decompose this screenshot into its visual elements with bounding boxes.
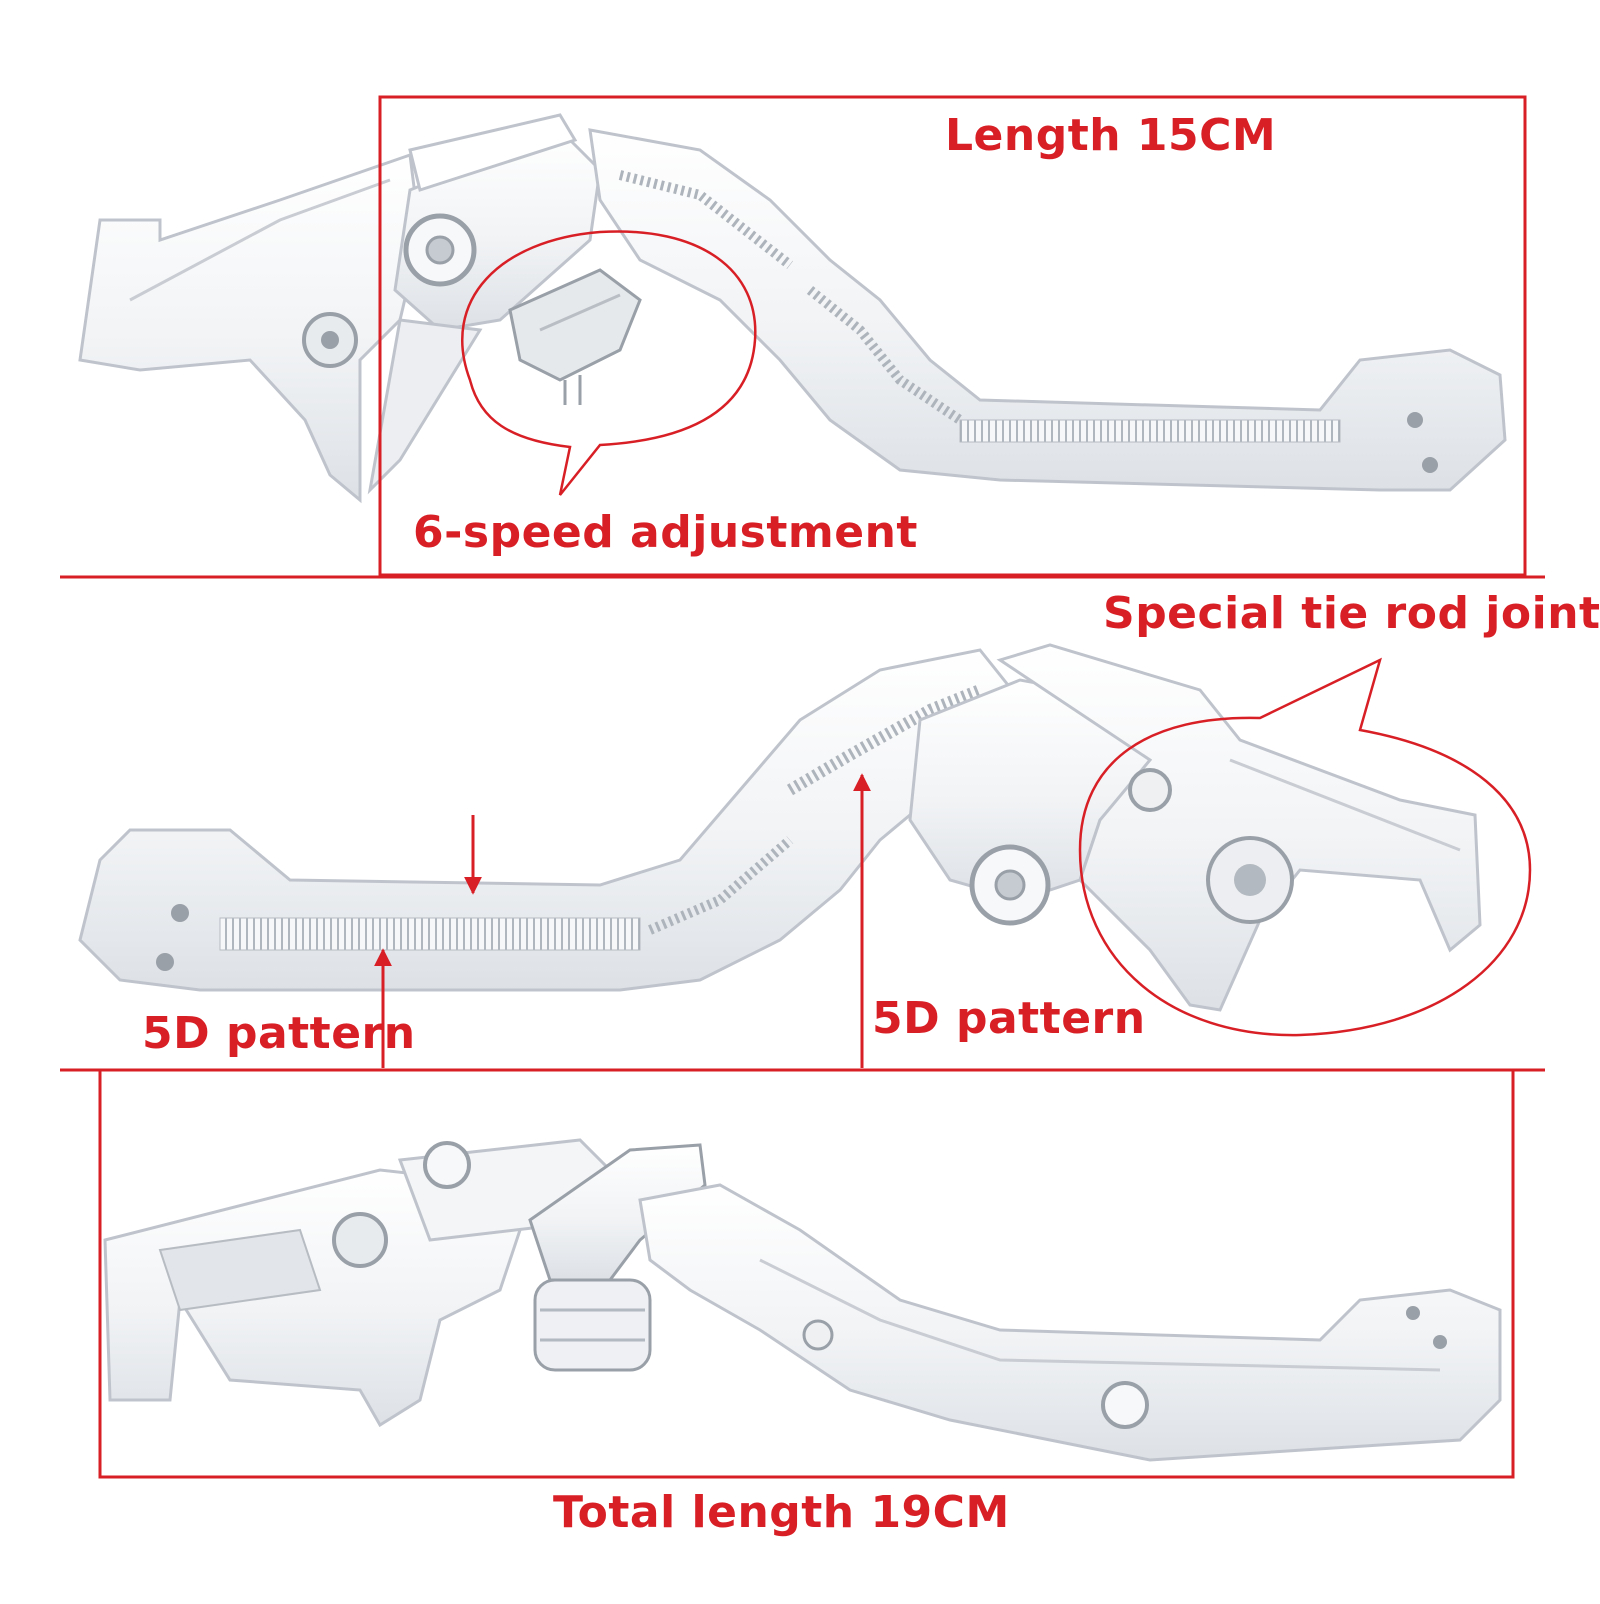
bottom-blade-bolt [1101, 1381, 1149, 1429]
top-ribbed-pattern [959, 419, 1341, 443]
five-d-pattern-label-left: 5D pattern [142, 1008, 416, 1059]
top-lever-blade [588, 128, 1507, 492]
bottom-lever [103, 1138, 1502, 1462]
five-d-pattern-label-right: 5D pattern [872, 993, 1146, 1044]
special-tie-rod-joint-label: Special tie rod joint [1103, 588, 1600, 639]
length-15cm-label: Length 15CM [945, 110, 1277, 161]
length-15-bracket [378, 95, 1527, 577]
total-length-19-bracket [98, 1068, 1515, 1479]
top-lever [78, 113, 1507, 504]
bottom-perch-hole [332, 1212, 388, 1268]
middle-ribbed-pattern [219, 917, 641, 951]
middle-lever [78, 643, 1482, 1012]
adjustment-callout [461, 230, 757, 496]
six-speed-adjustment-label: 6-speed adjustment [413, 507, 918, 558]
top-lever-perch [78, 152, 422, 504]
bottom-lever-blade [638, 1183, 1502, 1462]
tie-rod-callout [1078, 657, 1532, 1037]
bottom-top-bolt [423, 1141, 471, 1189]
total-length-19cm-label: Total length 19CM [553, 1487, 1010, 1538]
